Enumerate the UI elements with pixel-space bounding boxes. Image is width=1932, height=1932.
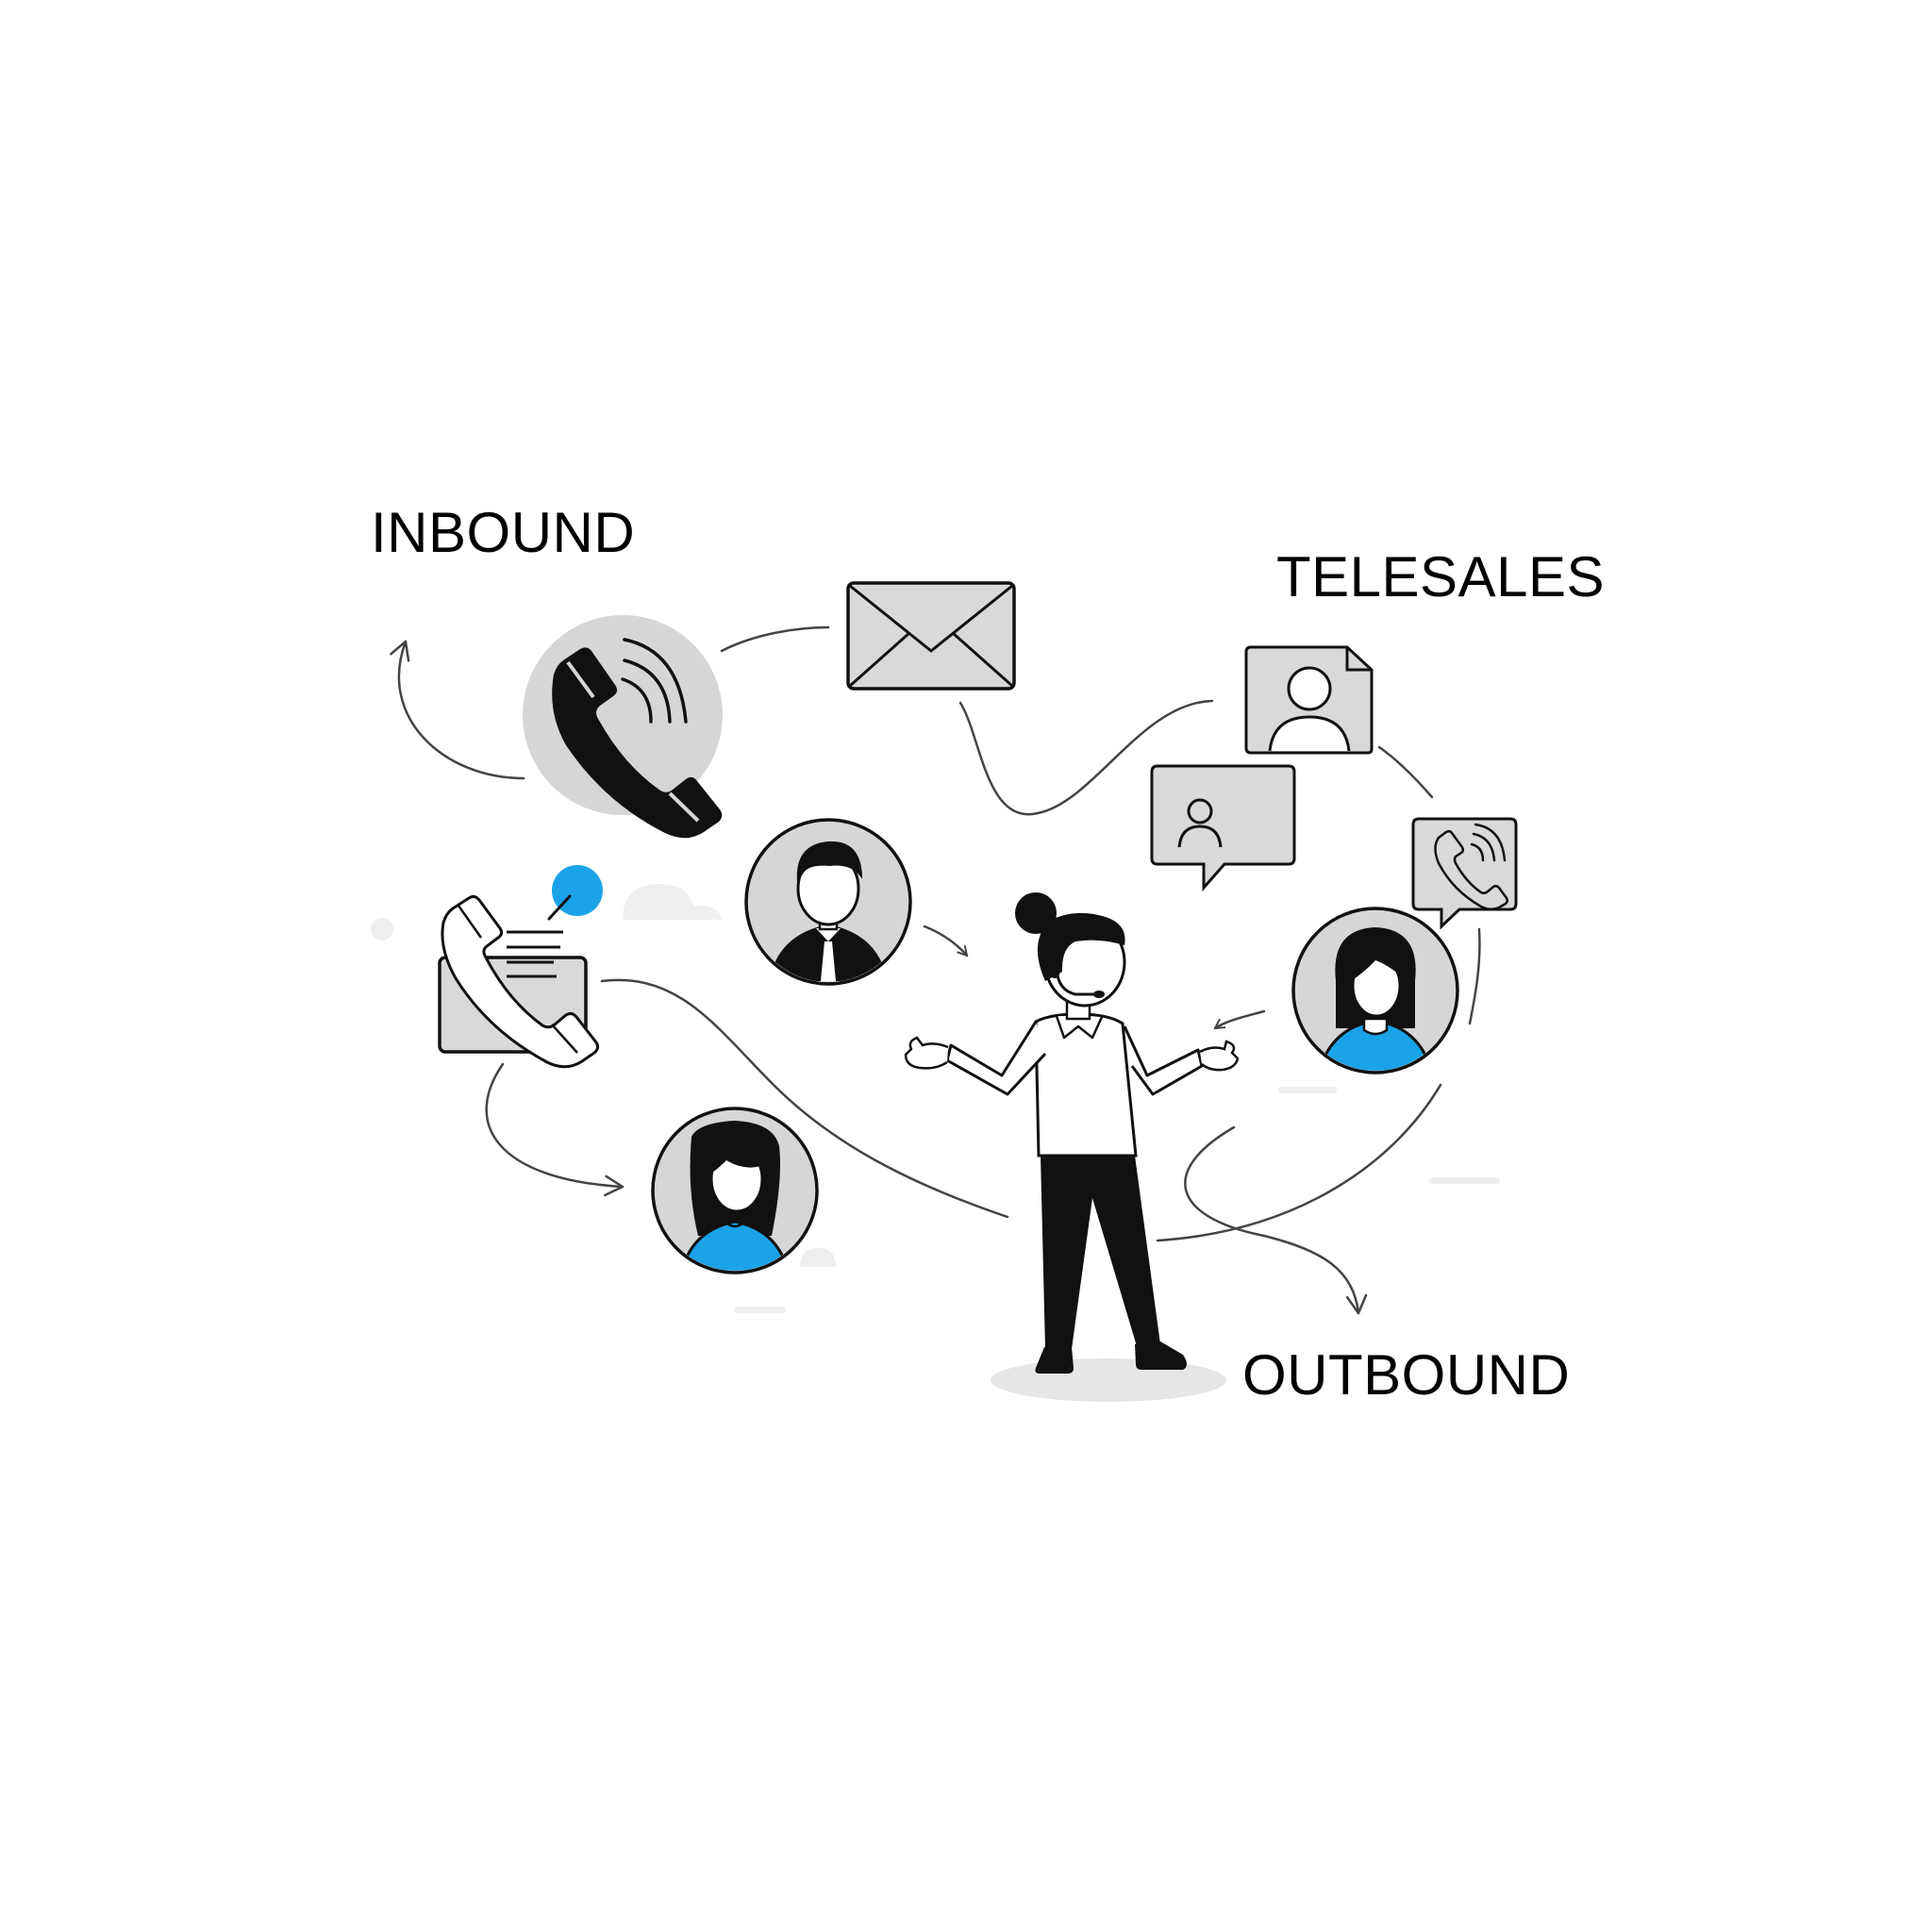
notification-dot-icon <box>547 865 603 921</box>
phone-message-to-agent-curve <box>600 978 1009 1219</box>
connectors <box>390 625 1481 1315</box>
telesales-label: TELESALES <box>1276 545 1606 608</box>
phone-ringing-icon <box>523 615 723 839</box>
inbound-label: INBOUND <box>371 501 636 564</box>
envelope-to-telesales-curve <box>958 699 1214 816</box>
decorations <box>371 884 1500 1313</box>
woman-right-to-agent-arrow <box>1213 1009 1266 1030</box>
phone-to-envelope-curve <box>720 625 830 653</box>
phone-message-to-woman-arrow <box>485 1062 625 1197</box>
telesales-to-outbound-curve <box>1156 1083 1442 1242</box>
contact-card-icon <box>1244 645 1374 755</box>
woman-avatar-icon <box>651 1107 819 1274</box>
inbound-arrow <box>390 640 525 780</box>
outbound-label: OUTBOUND <box>1242 1343 1571 1407</box>
phone-message-icon <box>438 894 600 1069</box>
man-avatar-icon <box>744 818 912 986</box>
man-to-agent-arrow <box>923 924 969 958</box>
phone-chat-icon <box>1411 817 1518 930</box>
outbound-arrow <box>1184 1125 1368 1315</box>
chat-contact-icon <box>1150 764 1296 891</box>
envelope-icon <box>846 581 1016 691</box>
telesales-right-curve <box>1468 927 1481 1025</box>
woman-avatar-right-icon <box>1291 907 1459 1074</box>
card-to-phone-chat-curve <box>1377 745 1434 799</box>
agent-with-headset-icon <box>904 892 1240 1402</box>
